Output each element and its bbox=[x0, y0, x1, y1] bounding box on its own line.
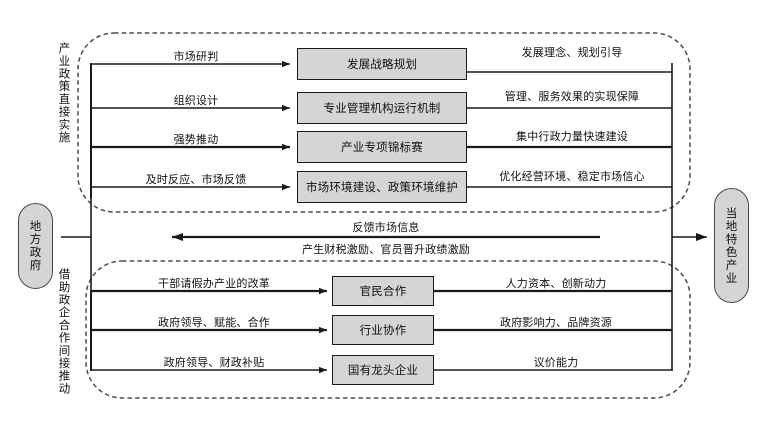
caption-input-7: 政府领导、财政补贴 bbox=[163, 356, 265, 369]
endpoint-local-industry[interactable]: 当地特色产业 bbox=[714, 188, 749, 303]
node-industry-special-tournament[interactable]: 产业专项锦标赛 bbox=[297, 131, 467, 163]
group-label-indirect: 借助政企合作间接推动 bbox=[57, 268, 72, 395]
caption-output-4: 优化经营环境、稳定市场信心 bbox=[499, 170, 645, 183]
caption-output-6: 政府影响力、品牌资源 bbox=[500, 316, 612, 329]
caption-output-2: 管理、服务效果的实现保障 bbox=[504, 90, 640, 103]
caption-output-7: 议价能力 bbox=[533, 356, 579, 369]
caption-input-4: 及时反应、市场反馈 bbox=[145, 173, 247, 186]
group-outline-indirect bbox=[85, 260, 691, 399]
caption-input-2: 组织设计 bbox=[173, 94, 219, 107]
node-government-public-cooperation[interactable]: 官民合作 bbox=[332, 276, 434, 306]
node-industry-collaboration[interactable]: 行业协作 bbox=[332, 315, 434, 345]
feedback-label-bottom: 产生财税激励、官员晋升政绩激励 bbox=[302, 243, 470, 256]
caption-output-5: 人力资本、创新动力 bbox=[505, 277, 607, 290]
feedback-label-top: 反馈市场信息 bbox=[352, 221, 420, 234]
node-professional-management-mechanism[interactable]: 专业管理机构运行机制 bbox=[297, 92, 467, 124]
group-label-direct: 产业政策直接实施 bbox=[57, 42, 72, 144]
caption-input-6: 政府领导、赋能、合作 bbox=[158, 316, 270, 329]
caption-input-5: 干部请假办产业的改革 bbox=[158, 277, 270, 290]
caption-input-1: 市场研判 bbox=[173, 50, 219, 63]
node-state-owned-leading-enterprise[interactable]: 国有龙头企业 bbox=[332, 355, 434, 385]
caption-output-3: 集中行政力量快速建设 bbox=[516, 130, 628, 143]
caption-output-1: 发展理念、规划引导 bbox=[521, 46, 623, 59]
node-market-and-policy-environment[interactable]: 市场环境建设、政策环境维护 bbox=[297, 171, 467, 203]
endpoint-local-government[interactable]: 地方政府 bbox=[18, 203, 53, 289]
group-outline-direct bbox=[77, 32, 691, 213]
caption-input-3: 强势推动 bbox=[173, 133, 219, 146]
node-development-strategy-planning[interactable]: 发展战略规划 bbox=[297, 48, 467, 80]
